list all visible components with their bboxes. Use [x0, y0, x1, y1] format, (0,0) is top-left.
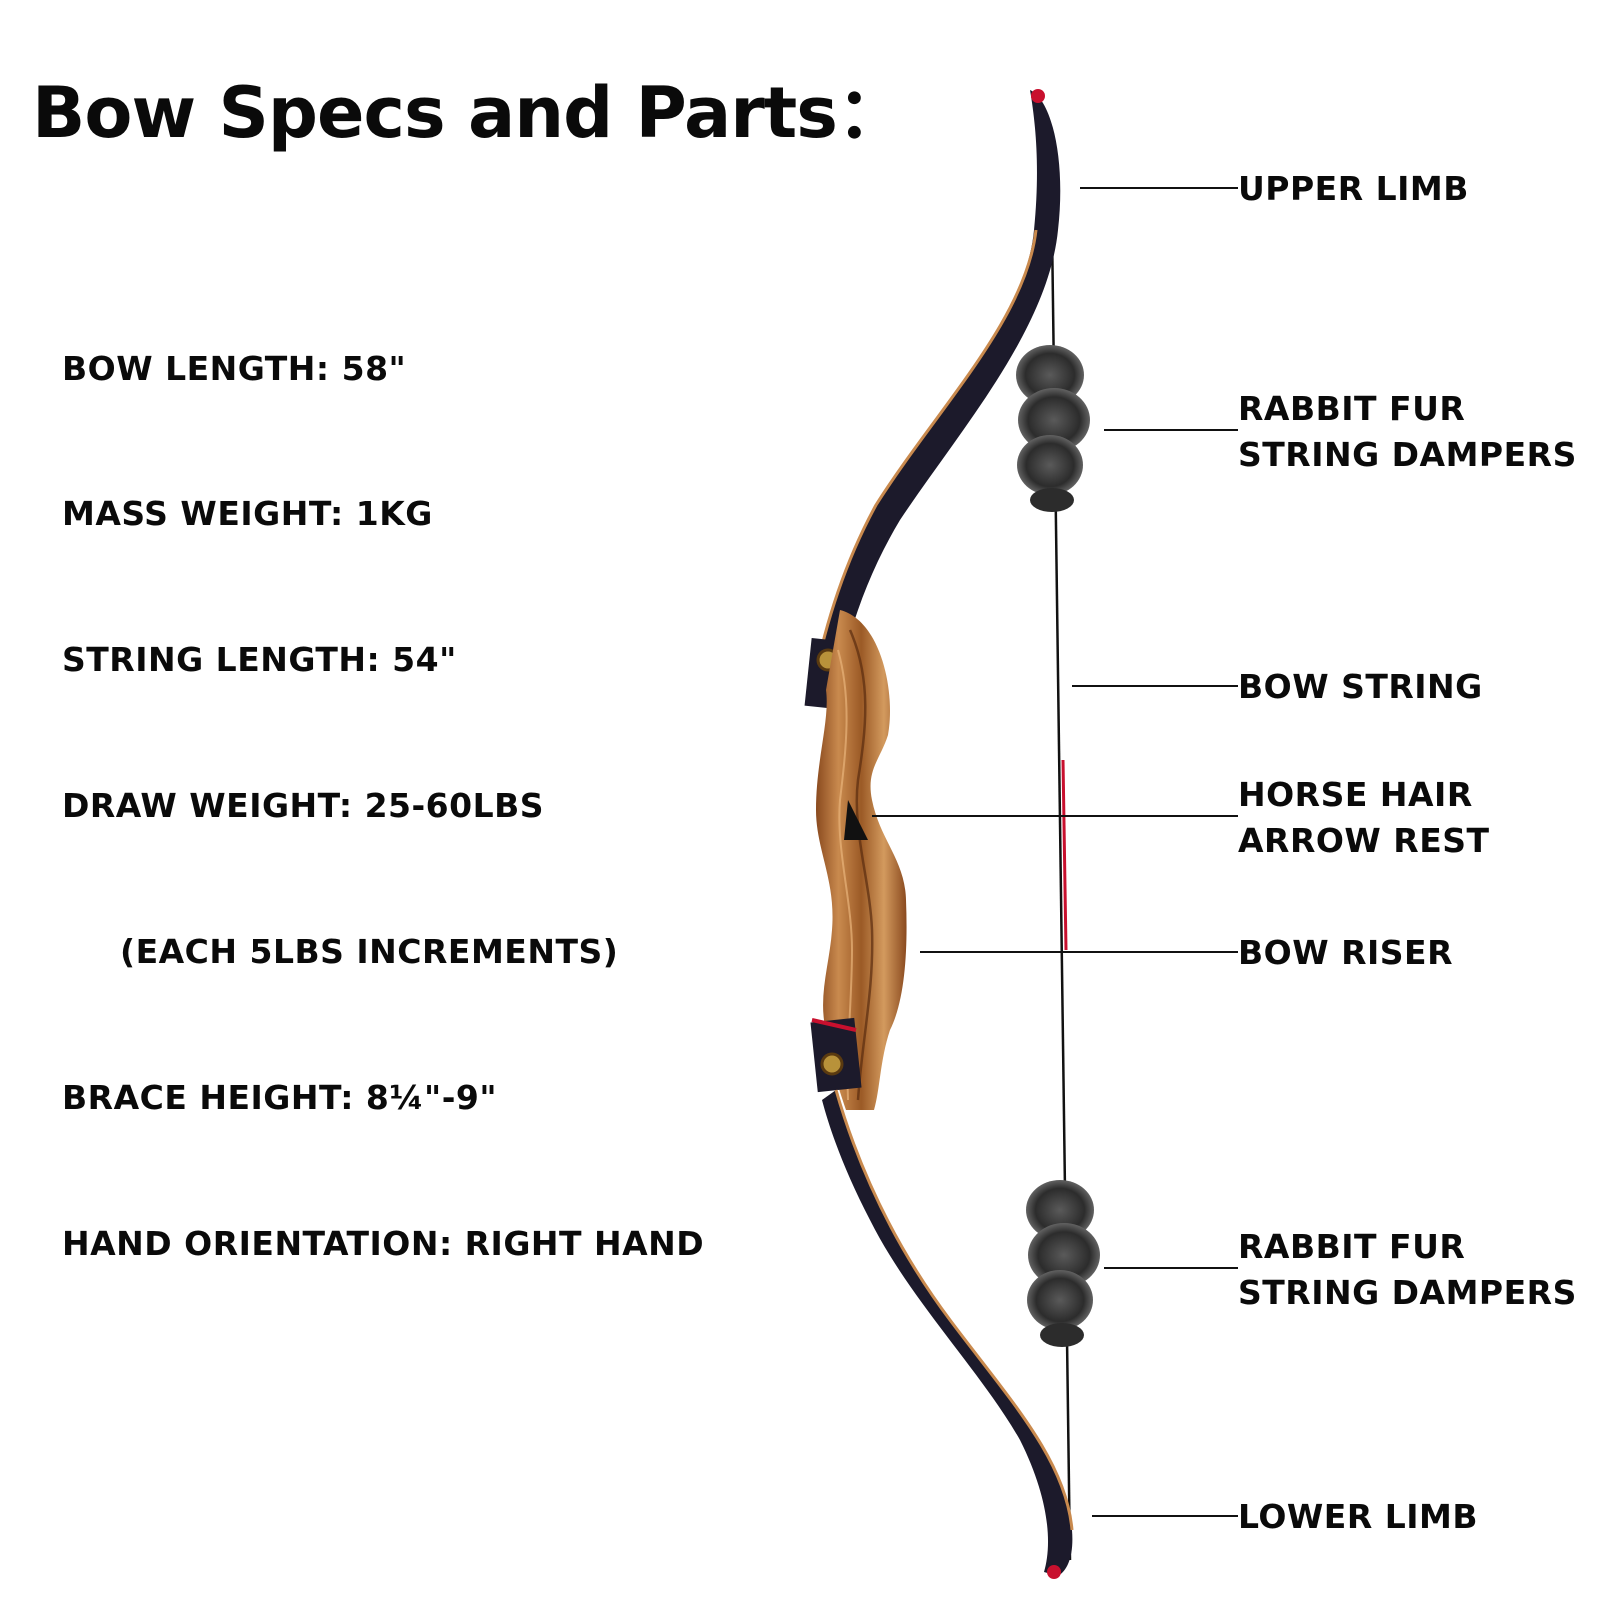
lower-limb-bolt-icon [820, 1052, 844, 1076]
rabbit-fur-damper-upper [1016, 345, 1090, 512]
spec-bow-length: BOW LENGTH: 58" [62, 349, 407, 388]
label-lower-limb: LOWER LIMB [1238, 1494, 1478, 1540]
label-fur-dampers-lower-line1: RABBIT FUR [1238, 1227, 1466, 1266]
riser-grain-1 [848, 629, 874, 1101]
label-lower-limb-text: LOWER LIMB [1238, 1497, 1479, 1536]
rabbit-fur-damper-lower [1026, 1180, 1100, 1347]
label-bow-riser: BOW RISER [1238, 930, 1453, 976]
spec-draw-weight: DRAW WEIGHT: 25-60LBS [62, 786, 545, 825]
spec-hand-orientation: HAND ORIENTATION: RIGHT HAND [62, 1224, 705, 1263]
upper-limb-edge [810, 229, 1038, 691]
label-fur-dampers-lower-line2: STRING DAMPERS [1238, 1272, 1577, 1312]
label-fur-dampers-upper-line2: STRING DAMPERS [1238, 434, 1577, 474]
label-bow-riser-text: BOW RISER [1238, 933, 1454, 972]
label-arrow-rest-line1: HORSE HAIR [1238, 775, 1473, 814]
page-title: Bow Specs and Parts： [32, 72, 907, 154]
label-arrow-rest-line2: ARROW REST [1238, 820, 1490, 860]
upper-limb-tip [1031, 89, 1045, 103]
label-arrow-rest: HORSE HAIR ARROW REST [1238, 772, 1490, 863]
lower-limb-edge [834, 1089, 1074, 1531]
label-fur-dampers-upper-line1: RABBIT FUR [1238, 389, 1466, 428]
label-fur-dampers-lower: RABBIT FUR STRING DAMPERS [1238, 1224, 1577, 1315]
arrow-rest-icon [844, 800, 868, 840]
bow-string-serving [1061, 759, 1068, 951]
spec-string-length: STRING LENGTH: 54" [62, 640, 457, 679]
label-upper-limb-text: UPPER LIMB [1238, 169, 1469, 208]
label-upper-limb: UPPER LIMB [1238, 166, 1469, 212]
label-fur-dampers-upper: RABBIT FUR STRING DAMPERS [1238, 386, 1577, 477]
spec-brace-height: BRACE HEIGHT: 8¼"-9" [62, 1078, 498, 1117]
lower-limb-block-edge [811, 1018, 857, 1032]
upper-limb [812, 90, 1061, 690]
label-bow-string: BOW STRING [1238, 664, 1483, 710]
lower-limb-tip [1047, 1565, 1061, 1579]
spec-draw-weight-increments: (EACH 5LBS INCREMENTS) [120, 932, 619, 971]
lower-limb [822, 1090, 1073, 1576]
bow-riser [816, 610, 907, 1110]
spec-mass-weight: MASS WEIGHT: 1KG [62, 494, 433, 533]
label-bow-string-text: BOW STRING [1238, 667, 1483, 706]
